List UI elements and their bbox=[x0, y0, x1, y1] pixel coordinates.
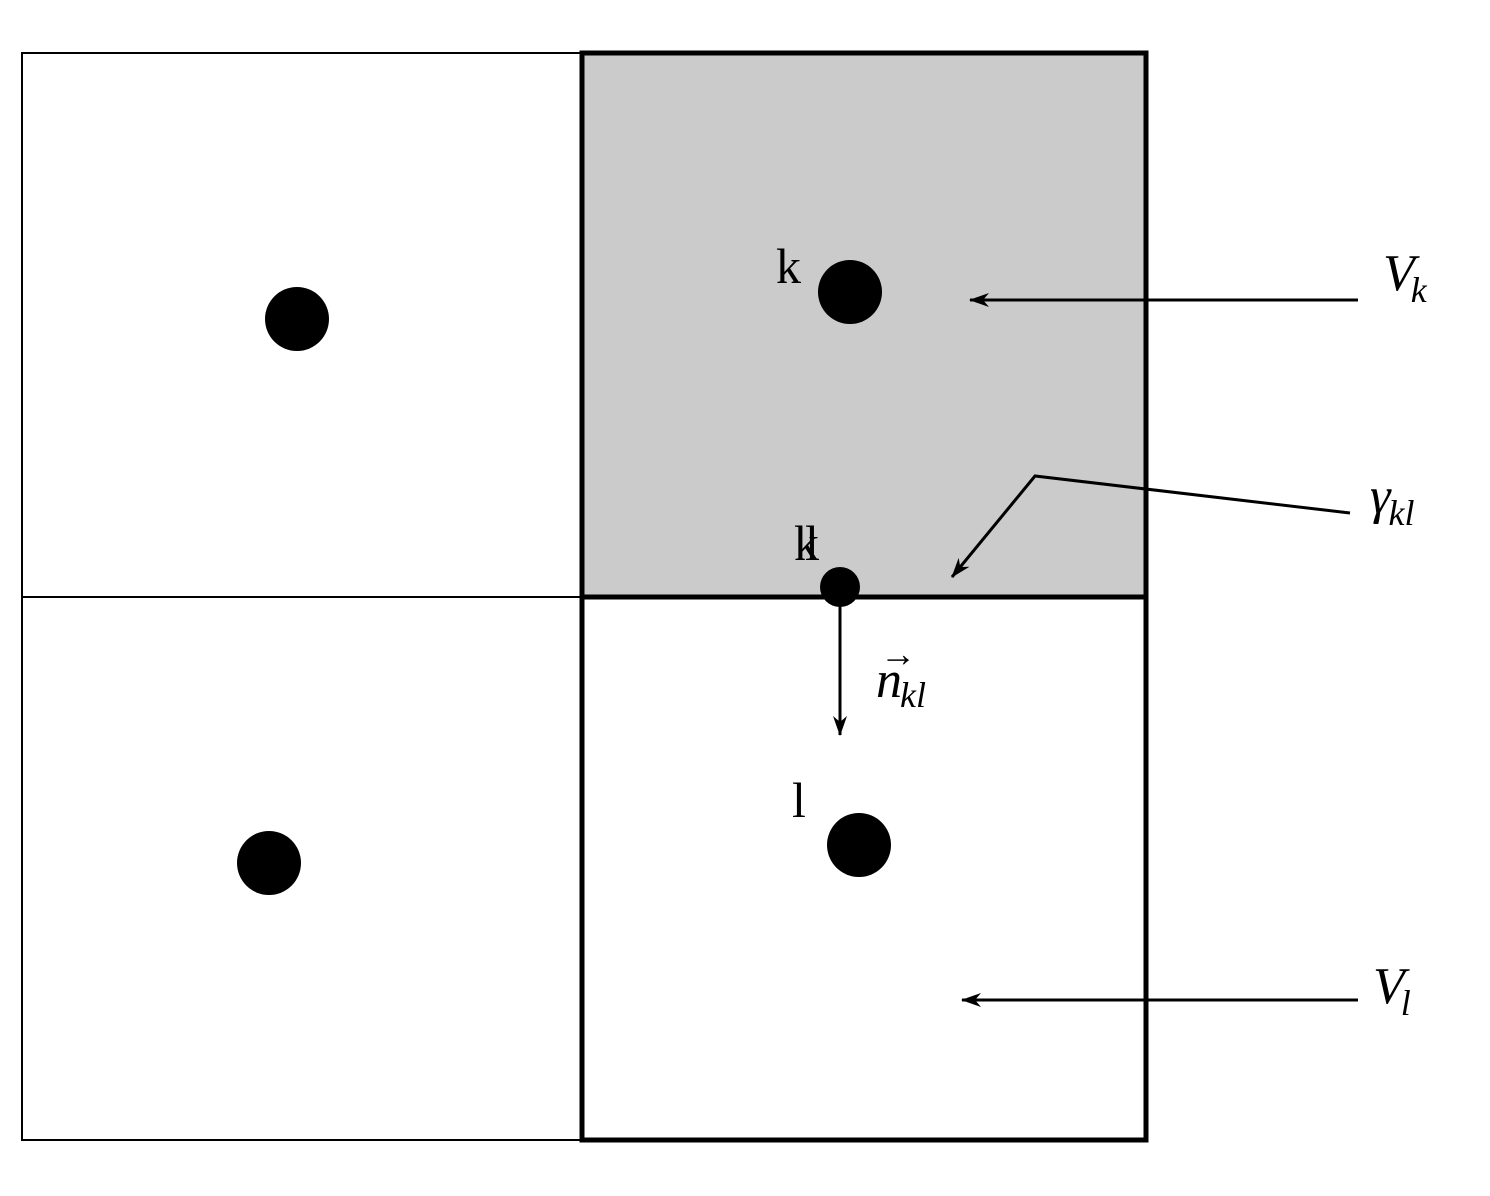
node-kl bbox=[820, 567, 860, 607]
label-vk: Vk bbox=[1383, 245, 1428, 310]
label-vl: Vl bbox=[1373, 958, 1411, 1023]
cell-bottom-left bbox=[21, 596, 583, 1141]
label-normal-accent: → bbox=[880, 634, 916, 674]
label-normal-kl: nkl bbox=[876, 652, 926, 715]
node-bottom-left bbox=[237, 831, 301, 895]
node-top-left bbox=[265, 287, 329, 351]
node-k bbox=[818, 260, 882, 324]
cell-vk bbox=[579, 50, 1149, 600]
label-l: l bbox=[792, 772, 806, 828]
arrow-gamma bbox=[950, 474, 1351, 578]
node-l bbox=[827, 813, 891, 877]
label-k: k bbox=[776, 238, 801, 294]
label-gamma-kl: γkl bbox=[1370, 468, 1414, 533]
